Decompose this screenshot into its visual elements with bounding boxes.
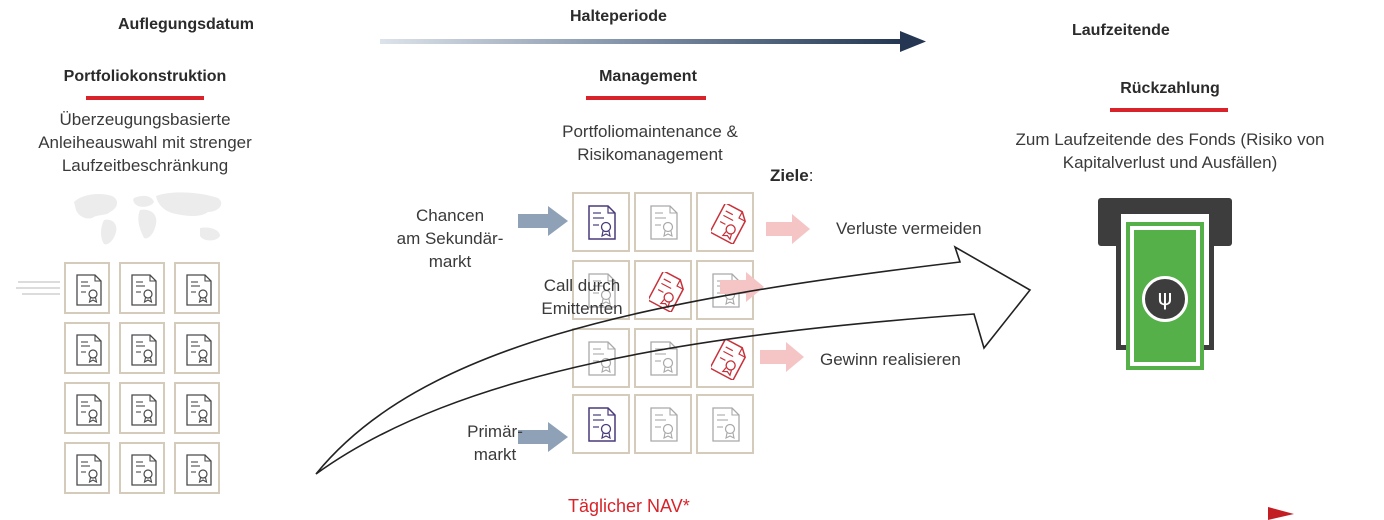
management-bond-grid <box>572 192 758 460</box>
document-seal-icon <box>76 454 102 486</box>
holding-period-label: Halteperiode <box>570 8 667 25</box>
launch-date-label: Auflegungsdatum <box>118 16 254 33</box>
document-seal-icon <box>131 274 157 306</box>
primary-market-label: Primär- markt <box>440 420 550 466</box>
document-seal-icon <box>588 341 616 376</box>
document-seal-icon <box>712 407 740 442</box>
management-title: Management <box>599 68 697 85</box>
repayment-line-1: Zum Laufzeitende des Fonds (Risiko von <box>1015 130 1325 149</box>
construction-line-1: Überzeugungsbasierte <box>59 110 231 129</box>
maturity-label: Laufzeitende <box>1072 22 1170 39</box>
repayment-underline <box>1110 108 1228 112</box>
document-seal-icon <box>76 274 102 306</box>
document-seal-icon <box>186 274 212 306</box>
management-underline <box>586 96 706 100</box>
bond-tile <box>64 382 110 434</box>
banknote-inner-border <box>1130 226 1200 366</box>
issuer-call-arrow-icon <box>720 272 764 302</box>
avoid-losses-arrow-icon <box>766 214 810 244</box>
bond-tile <box>174 382 220 434</box>
speed-lines-icon <box>16 281 60 295</box>
bond-tile <box>696 394 754 454</box>
secondary-market-label: Chancen am Sekundär- markt <box>380 204 520 273</box>
goals-heading: Ziele: <box>770 166 813 186</box>
secondary-market-arrow-icon <box>518 206 568 236</box>
bond-tile <box>119 442 165 494</box>
repayment-description: Zum Laufzeitende des Fonds (Risiko von K… <box>960 128 1380 174</box>
management-description: Portfoliomaintenance & Risikomanagement <box>500 120 800 166</box>
construction-underline <box>86 96 204 100</box>
bond-tile <box>64 262 110 314</box>
banknote-icon: ψ <box>1126 222 1204 370</box>
document-seal-icon <box>588 407 616 442</box>
bond-tile <box>634 192 692 252</box>
management-line-1: Portfoliomaintenance & <box>562 122 738 141</box>
construction-line-2: Anleiheauswahl mit strenger <box>38 133 252 152</box>
construction-bond-grid <box>64 262 220 496</box>
issuer-call-label: Call durch Emittenten <box>518 274 646 320</box>
currency-coin-icon: ψ <box>1142 276 1188 322</box>
realize-gains-arrow-icon <box>760 342 804 372</box>
repayment-line-2: Kapitalverlust und Ausfällen) <box>1062 153 1278 172</box>
bond-tile-bought <box>572 394 630 454</box>
daily-nav-label: Täglicher NAV* <box>568 496 690 516</box>
secondary-line-3: markt <box>428 252 472 271</box>
secondary-line-1: Chancen <box>415 206 485 225</box>
repayment-title: Rückzahlung <box>1120 80 1220 97</box>
document-seal-icon <box>650 407 678 442</box>
construction-description: Überzeugungsbasierte Anleiheauswahl mit … <box>0 108 290 177</box>
secondary-line-2: am Sekundär- <box>396 229 504 248</box>
holding-period-arrow <box>380 31 926 52</box>
world-map-icon <box>74 192 222 245</box>
document-seal-icon <box>76 334 102 366</box>
bond-tile-sold <box>696 192 754 252</box>
bond-tile <box>634 328 692 388</box>
daily-nav-line-left <box>0 511 538 517</box>
bond-tile <box>64 322 110 374</box>
construction-line-3: Laufzeitbeschränkung <box>61 156 229 175</box>
bond-tile <box>174 442 220 494</box>
bond-tile <box>119 322 165 374</box>
document-seal-icon <box>711 340 746 380</box>
bond-tile <box>119 262 165 314</box>
bond-tile <box>174 262 220 314</box>
bond-tile <box>64 442 110 494</box>
avoid-losses-label: Verluste vermeiden <box>836 219 982 238</box>
document-seal-icon <box>650 341 678 376</box>
document-seal-icon <box>131 454 157 486</box>
primary-line-2: markt <box>473 445 517 464</box>
goals-title: Ziele <box>770 166 809 185</box>
issuer-call-line-1: Call durch <box>543 276 621 295</box>
primary-line-1: Primär- <box>467 422 523 441</box>
goals-colon: : <box>808 166 814 185</box>
bond-tile <box>572 328 630 388</box>
daily-nav-line-right <box>778 507 1294 520</box>
document-seal-icon <box>649 272 684 312</box>
document-seal-icon <box>186 334 212 366</box>
bond-tile <box>174 322 220 374</box>
document-seal-icon <box>131 334 157 366</box>
document-seal-icon <box>588 205 616 240</box>
document-seal-icon <box>76 394 102 426</box>
document-seal-icon <box>650 205 678 240</box>
document-seal-icon <box>186 454 212 486</box>
realize-gains-label: Gewinn realisieren <box>820 350 961 369</box>
bond-tile <box>119 382 165 434</box>
document-seal-icon <box>131 394 157 426</box>
bond-tile <box>634 394 692 454</box>
bond-tile-bought <box>572 192 630 252</box>
document-seal-icon <box>186 394 212 426</box>
bond-tile-sold <box>696 328 754 388</box>
issuer-call-line-2: Emittenten <box>541 299 623 318</box>
document-seal-icon <box>711 204 746 244</box>
construction-title: Portfoliokonstruktion <box>63 68 227 85</box>
management-line-2: Risikomanagement <box>577 145 723 164</box>
